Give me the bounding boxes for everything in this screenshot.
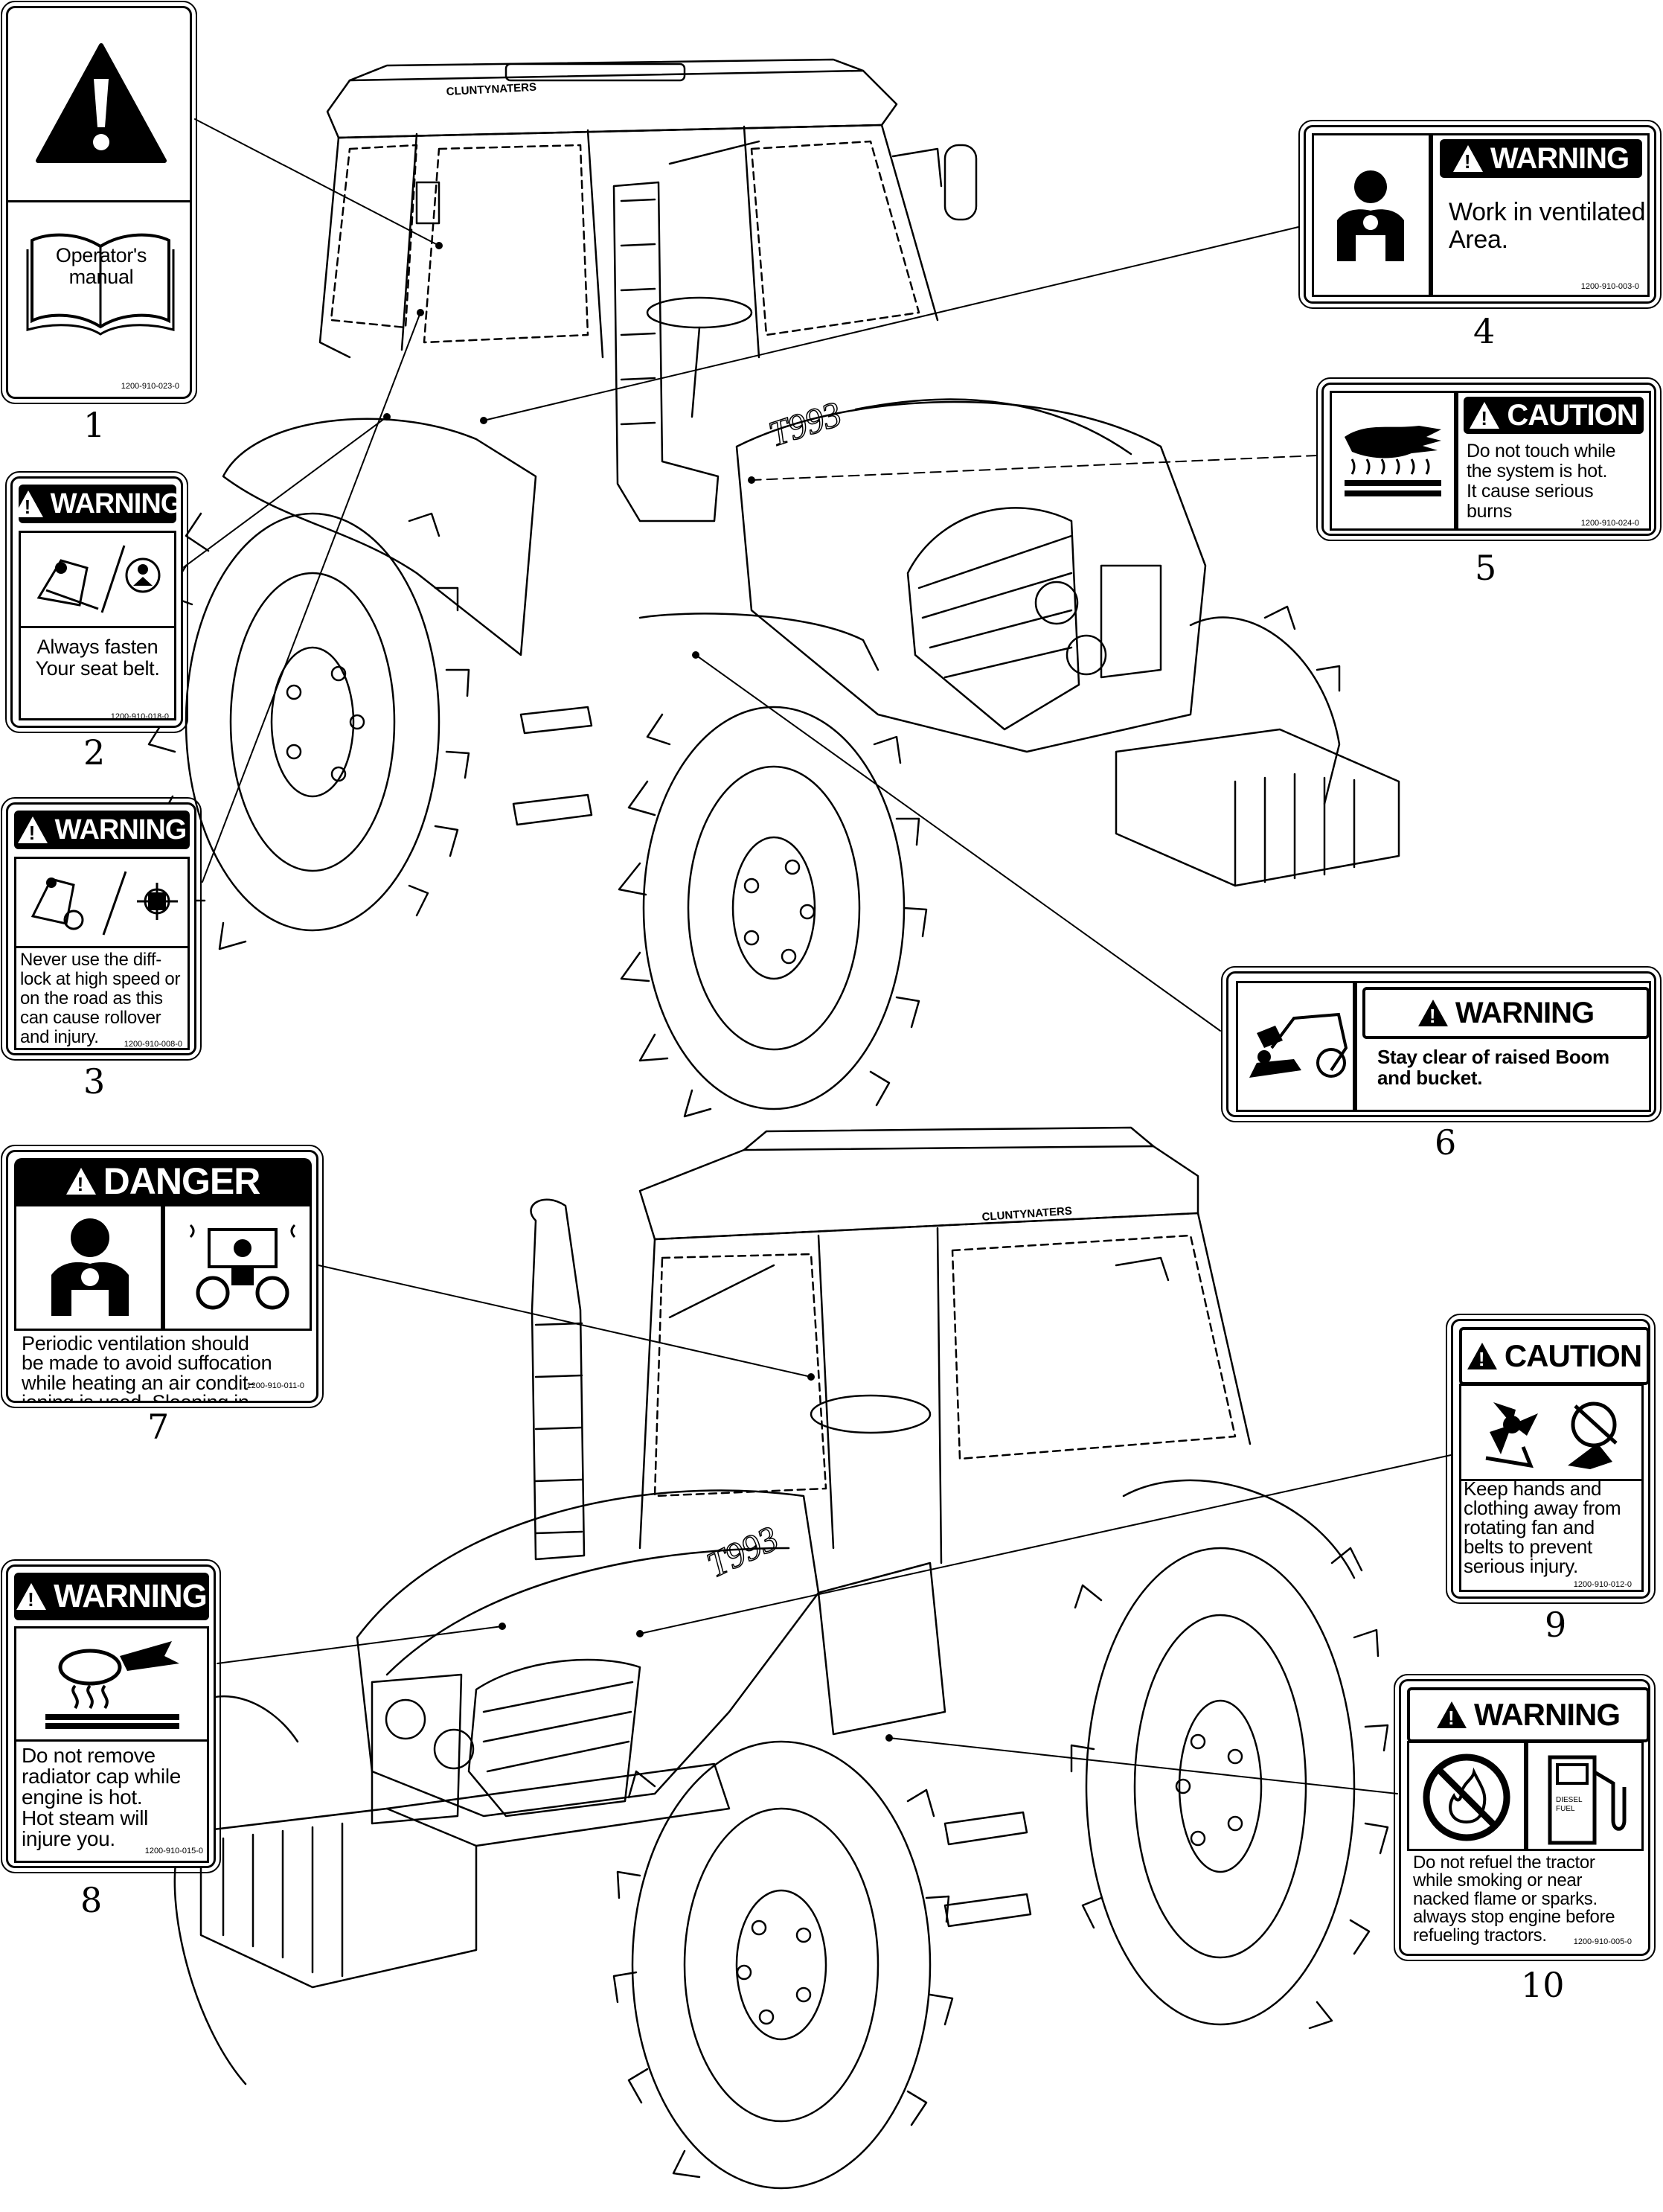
decal-7-number: 7 [147, 1407, 170, 1447]
decal-5-code: 1200-910-024-0 [1580, 519, 1639, 528]
decal-9-header: CAUTION [1459, 1327, 1648, 1385]
decal-5-text: Do not touch while the system is hot. It… [1467, 441, 1616, 522]
decal-2-code: 1200-910-018-0 [110, 712, 169, 721]
tractor-top-model: T993 [764, 394, 846, 455]
decal-9-number: 9 [1545, 1605, 1567, 1645]
warning-triangle-icon [1417, 1000, 1448, 1028]
tractor-top-brand: CLUNTYNATERS [446, 81, 536, 98]
decal-1-text: Operator's manual [55, 244, 147, 289]
decal-3-header: WARNING [14, 811, 190, 849]
decal-6-raised-boom: WARNING Stay clear of raised Boom and bu… [1221, 966, 1662, 1122]
decal-4-number: 4 [1473, 311, 1496, 351]
decal-5-number: 5 [1475, 548, 1497, 588]
rollover-seatbelt-icon [36, 545, 161, 613]
decal-7-text: Periodic ventilation should be made to a… [22, 1332, 272, 1403]
decal-2-text: Always fasten Your seat belt. [35, 636, 160, 680]
decal-5-header: CAUTION [1464, 397, 1644, 434]
decal-5-hot-surface: CAUTION Do not touch while the system is… [1316, 377, 1662, 541]
hot-surface-hand-icon [1345, 426, 1441, 496]
fan-belt-entanglement-icon [1485, 1401, 1618, 1469]
warning-triangle-icon [1467, 1343, 1497, 1371]
decal-4-ventilation: WARNING Work in ventilated Area. 1200-91… [1298, 120, 1662, 309]
warning-triangle-icon [17, 816, 48, 845]
decal-8-number: 8 [80, 1880, 103, 1920]
warning-triangle-icon [36, 43, 167, 163]
decal-7-code: 1200-910-011-0 [246, 1381, 304, 1390]
suffocation-person-icon [51, 1218, 129, 1316]
radiator-cap-steam-icon [45, 1641, 179, 1729]
warning-triangle-icon [1437, 1701, 1467, 1730]
suffocation-person-icon [1337, 170, 1404, 261]
decal-9-code: 1200-910-012-0 [1573, 1580, 1632, 1589]
icon-text-line-2: FUEL [1556, 1805, 1575, 1813]
decal-2-header: WARNING [13, 485, 181, 523]
warning-triangle-icon [1470, 402, 1500, 430]
raised-boom-crush-icon [1249, 1012, 1348, 1078]
icon-text-line-1: DIESEL [1556, 1796, 1583, 1804]
decal-10-header-label: WARNING [1474, 1697, 1621, 1732]
decal-3-diff-lock: WARNING Never use the diff- lock at high… [1, 797, 202, 1061]
decal-10-code: 1200-910-005-0 [1573, 1937, 1632, 1946]
decal-6-text: Stay clear of raised Boom and bucket. [1377, 1046, 1609, 1090]
decal-3-code: 1200-910-008-0 [124, 1040, 182, 1049]
decal-8-header-label: WARNING [54, 1578, 208, 1614]
tractor-bottom-model: T993 [701, 1518, 784, 1585]
decal-6-number: 6 [1435, 1122, 1457, 1163]
diesel-fuel-label: DIESEL FUEL [1556, 1796, 1584, 1813]
decal-3-number: 3 [83, 1061, 106, 1102]
decal-7-header: DANGER [14, 1158, 312, 1204]
operators-manual-book-icon [26, 233, 175, 336]
decal-1-code: 1200-910-023-0 [121, 382, 179, 391]
warning-triangle-icon [1452, 145, 1483, 173]
diff-lock-rollover-icon [31, 871, 178, 936]
fuel-pump-icon: DIESEL FUEL [1548, 1755, 1627, 1845]
decal-10-number: 10 [1521, 1965, 1565, 2005]
warning-triangle-icon [16, 1583, 47, 1611]
decal-10-text: Do not refuel the tractor while smoking … [1413, 1853, 1615, 1946]
warning-triangle-icon [13, 490, 43, 519]
decal-8-code: 1200-910-015-0 [144, 1847, 203, 1855]
decal-8-text: Do not remove radiator cap while engine … [22, 1744, 182, 1850]
decal-4-code: 1200-910-003-0 [1580, 282, 1639, 291]
decal-9-text: Keep hands and clothing away from rotati… [1464, 1477, 1621, 1577]
decal-7-danger-ventilation: DANGER Periodic ventilation should be ma… [1, 1145, 324, 1408]
decal-6-header-label: WARNING [1455, 996, 1595, 1029]
no-flame-icon [1423, 1754, 1510, 1841]
decal-2-seat-belt: WARNING Always fasten Your seat belt. 12… [5, 471, 188, 733]
decal-5-header-label: CAUTION [1507, 398, 1638, 432]
warning-triangle-icon [65, 1168, 96, 1196]
decal-2-number: 2 [83, 732, 106, 773]
tractor-top [147, 58, 1400, 1118]
decal-10-header: WARNING [1407, 1687, 1648, 1742]
tractor-cab-heating-icon [189, 1224, 296, 1310]
decal-10-refueling: WARNING DIESEL FUEL Do not refuel the tr… [1394, 1674, 1656, 1961]
tractor-bottom [173, 1126, 1389, 2190]
decal-4-header: WARNING [1440, 139, 1642, 178]
decal-8-radiator-cap: WARNING Do not remove radiator cap while… [1, 1559, 221, 1873]
decal-4-text: Work in ventilated Area. [1449, 198, 1646, 254]
decal-1-number: 1 [83, 405, 106, 445]
decal-9-rotating-fan: CAUTION Keep hands and clothing away fro… [1446, 1314, 1656, 1604]
decal-6-header: WARNING [1362, 987, 1650, 1039]
decal-4-header-label: WARNING [1490, 141, 1630, 175]
decal-1-operators-manual: Operator's manual 1200-910-023-0 [1, 1, 197, 404]
decal-8-header: WARNING [14, 1573, 209, 1620]
decal-9-header-label: CAUTION [1504, 1338, 1642, 1373]
decal-3-header-label: WARNING [54, 813, 188, 846]
decal-2-header-label: WARNING [50, 488, 182, 520]
decal-7-header-label: DANGER [103, 1160, 261, 1202]
decal-3-text: Never use the diff- lock at high speed o… [20, 950, 181, 1047]
